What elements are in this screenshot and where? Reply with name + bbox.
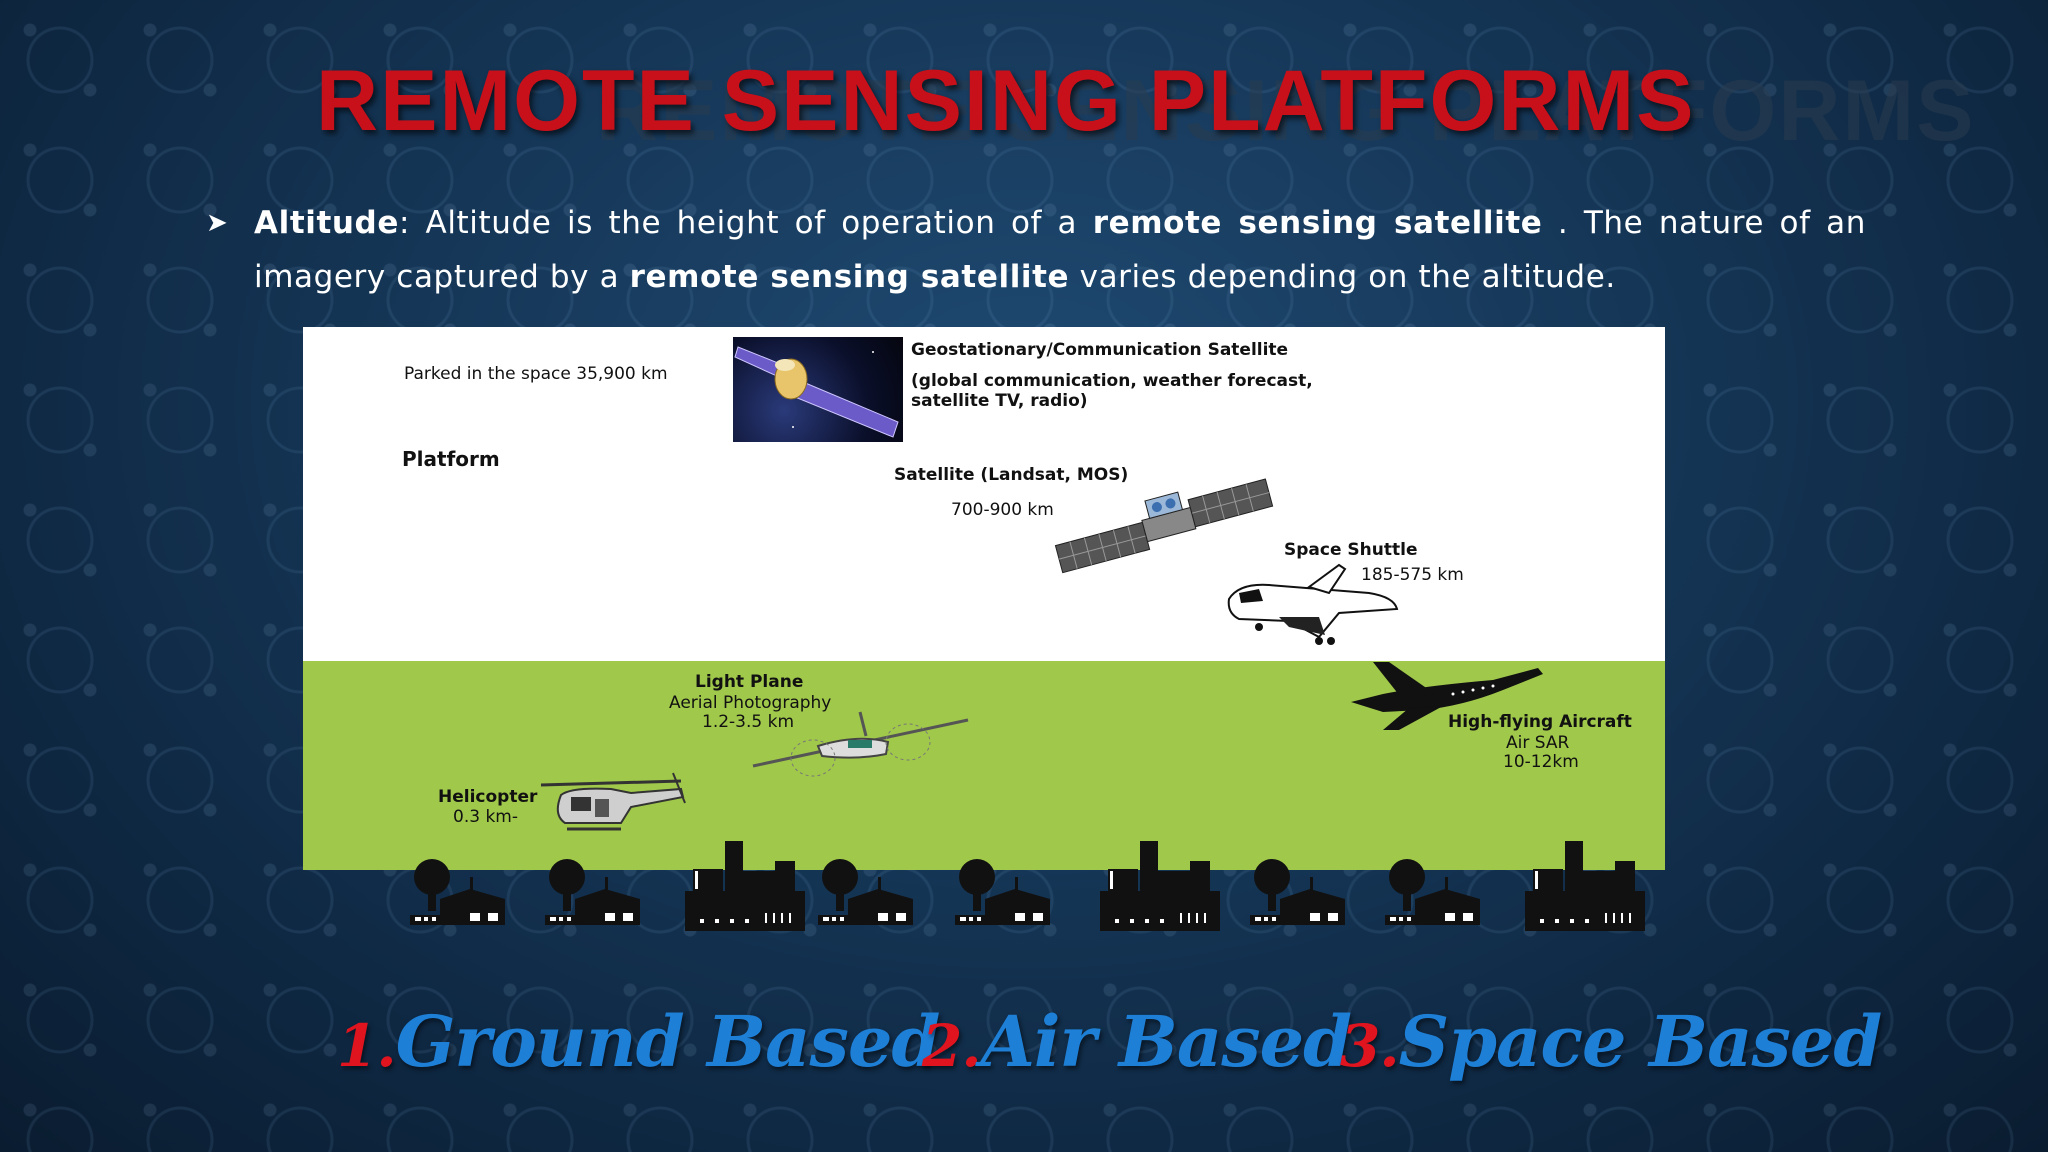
slide-title: REMOTE SENSING PLATFORMS — [316, 53, 1696, 149]
satellite-title: Satellite (Landsat, MOS) — [894, 465, 1129, 485]
light-plane-desc: Aerial Photography — [669, 693, 832, 713]
high-flying-aircraft-icon — [1351, 662, 1543, 730]
platform-diagram: Parked in the space 35,900 km Platform G… — [303, 327, 1665, 870]
arrow-bullet-icon: ➤ — [206, 208, 229, 238]
bullet-part: varies depending on the altitude. — [1069, 259, 1616, 295]
landsat-satellite-icon — [1054, 478, 1274, 574]
category-label: Air Based — [980, 1000, 1353, 1083]
city-skyline-icon — [410, 841, 1645, 931]
space-shuttle-icon — [1227, 563, 1399, 645]
category-label: Ground Based — [395, 1000, 941, 1083]
slide-title-block: REMOTE SENSING PLATFORMS REMOTE SENSING … — [316, 52, 1973, 162]
platform-categories: 1.Ground Based 2.Air Based 3.Space Based — [0, 1000, 2048, 1100]
category-label: Space Based — [1398, 1000, 1883, 1083]
bullet-bold: remote sensing satellite — [1092, 205, 1543, 241]
aircraft-desc: Air SAR — [1506, 733, 1570, 753]
light-plane-icon — [752, 711, 969, 777]
aircraft-title: High-flying Aircraft — [1448, 712, 1632, 732]
bullet-term: Altitude — [254, 205, 399, 241]
helicopter-icon — [540, 772, 686, 831]
parked-label: Parked in the space 35,900 km — [404, 364, 668, 384]
geo-desc-line2: satellite TV, radio) — [911, 391, 1088, 411]
category-ground: 1.Ground Based — [337, 1000, 941, 1083]
helicopter-title: Helicopter — [438, 787, 538, 807]
category-number: 1. — [337, 1012, 397, 1080]
bullet-bold: remote sensing satellite — [629, 259, 1070, 295]
altitude-bullet: ➤ Altitude: Altitude is the height of op… — [206, 196, 1866, 304]
bullet-part: : Altitude is the height of operation of… — [398, 205, 1093, 241]
satellite-altitude: 700-900 km — [951, 500, 1054, 520]
geo-desc-line1: (global communication, weather forecast, — [911, 371, 1313, 391]
bullet-part: . The nature of an imagery captured by a — [254, 205, 1867, 295]
category-air: 2.Air Based — [922, 1000, 1353, 1083]
bullet-text: Altitude: Altitude is the height of oper… — [254, 196, 1866, 304]
geostationary-satellite-icon — [734, 346, 899, 438]
shuttle-title: Space Shuttle — [1284, 540, 1418, 560]
sky-region — [303, 327, 1665, 661]
light-plane-title: Light Plane — [695, 672, 804, 692]
title-shadow: REMOTE SENSING PLATFORMS — [596, 63, 1976, 159]
category-space: 3.Space Based — [1340, 1000, 1883, 1083]
geostationary-satellite-image — [733, 337, 903, 442]
category-number: 3. — [1340, 1012, 1400, 1080]
category-number: 2. — [922, 1012, 982, 1080]
platform-label: Platform — [402, 447, 500, 471]
geo-title: Geostationary/Communication Satellite — [911, 340, 1289, 360]
aircraft-altitude: 10-12km — [1503, 752, 1579, 772]
helicopter-altitude: 0.3 km- — [453, 807, 518, 827]
ground-skyline — [410, 835, 1650, 935]
light-plane-altitude: 1.2-3.5 km — [702, 712, 795, 732]
shuttle-altitude: 185-575 km — [1361, 565, 1464, 585]
